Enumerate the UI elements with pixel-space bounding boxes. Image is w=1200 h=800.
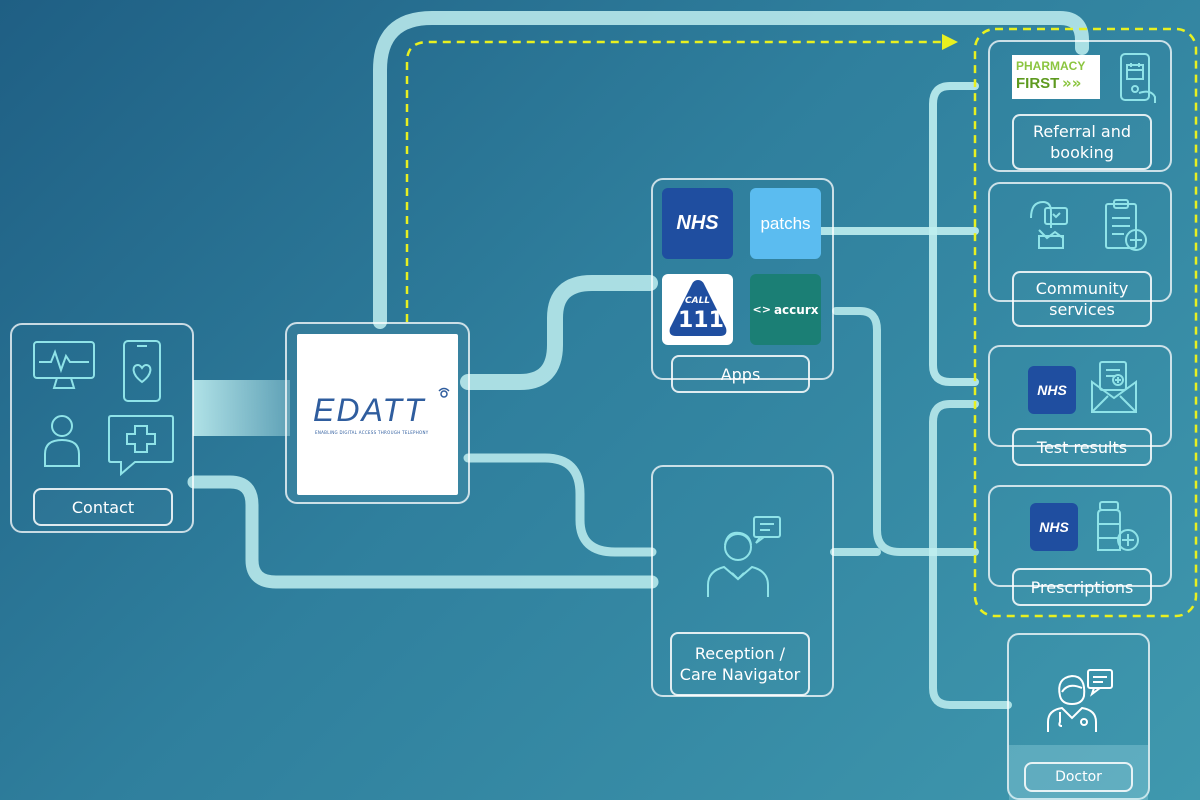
apps-label: Apps bbox=[671, 355, 810, 393]
community-label: Community services bbox=[1012, 271, 1152, 327]
doctor-label: Doctor bbox=[1024, 762, 1133, 792]
prescriptions-nhs-logo: NHS bbox=[1030, 503, 1078, 551]
nhs-111-logo-shape bbox=[669, 280, 727, 336]
edatt-apps-connector bbox=[460, 275, 658, 390]
contact-reception-connector bbox=[187, 475, 659, 589]
envelope-document-icon bbox=[1091, 361, 1137, 413]
person-icon bbox=[44, 415, 80, 467]
mobile-heart-icon bbox=[123, 340, 161, 402]
antenna-icon bbox=[438, 387, 450, 398]
community-label-line1: Community bbox=[1035, 279, 1129, 298]
receptionist-chat-icon bbox=[707, 516, 781, 597]
clipboard-plus-icon bbox=[1105, 199, 1147, 251]
doctor-chat-icon bbox=[1047, 669, 1113, 732]
number-111-text: 111 bbox=[678, 308, 724, 333]
accurx-prescriptions-connector bbox=[832, 307, 979, 556]
hand-heart-icon bbox=[1030, 200, 1068, 249]
call-text: CALL bbox=[685, 296, 711, 306]
services-doctor-connector bbox=[929, 400, 1012, 709]
contact-group bbox=[10, 323, 194, 533]
referral-label: Referral and booking bbox=[1012, 114, 1152, 170]
nhs-app-tile[interactable]: NHS bbox=[662, 188, 733, 259]
dashed-arrow-head bbox=[942, 34, 958, 50]
medicine-bottle-icon bbox=[1097, 501, 1139, 551]
calendar-mobile-icon bbox=[1120, 53, 1156, 103]
medical-chat-icon bbox=[108, 415, 174, 476]
nhs-logo: NHS bbox=[676, 212, 719, 234]
prescriptions-label: Prescriptions bbox=[1012, 568, 1152, 606]
pharmacy-logo-line2: FIRST bbox=[1016, 75, 1060, 92]
doctor-group bbox=[1007, 633, 1150, 800]
prescriptions-group bbox=[988, 485, 1172, 587]
contact-edatt-connector bbox=[193, 380, 290, 436]
apps-group bbox=[651, 178, 834, 380]
monitor-heartbeat-icon bbox=[33, 341, 95, 389]
test-results-nhs-logo: NHS bbox=[1028, 366, 1076, 414]
community-group bbox=[988, 182, 1172, 302]
edatt-logo-text: EDATT bbox=[313, 392, 426, 428]
reception-label: Reception / Care Navigator bbox=[670, 632, 810, 696]
test-results-label: Test results bbox=[1012, 428, 1152, 466]
pharmacy-logo-line1: PHARMACY bbox=[1016, 59, 1086, 73]
test-results-group bbox=[988, 345, 1172, 447]
edatt-tagline: ENABLING DIGITAL ACCESS THROUGH TELEPHON… bbox=[315, 430, 429, 435]
referral-label-line2: booking bbox=[1050, 143, 1114, 162]
community-label-line2: services bbox=[1049, 300, 1115, 319]
patchs-logo: patchs bbox=[760, 213, 811, 233]
services-highlight-frame bbox=[973, 27, 1198, 618]
pharmacy-first-logo: PHARMACY FIRST »» bbox=[1012, 55, 1100, 99]
accurx-symbol: <> bbox=[752, 303, 771, 316]
referral-label-line1: Referral and bbox=[1032, 122, 1132, 141]
edatt-logo-panel: EDATT ENABLING DIGITAL ACCESS THROUGH TE… bbox=[297, 334, 458, 495]
contact-label: Contact bbox=[33, 488, 173, 526]
accurx-logo: accurx bbox=[773, 302, 819, 317]
referral-group bbox=[988, 40, 1172, 172]
accurx-app-tile[interactable]: <> accurx bbox=[750, 274, 821, 345]
reception-group bbox=[651, 465, 834, 697]
patchs-app-tile[interactable]: patchs bbox=[750, 188, 821, 259]
nhs-111-app-tile[interactable]: CALL 111 bbox=[662, 274, 733, 345]
reception-label-line2: Care Navigator bbox=[679, 665, 801, 684]
reception-label-line1: Reception / bbox=[694, 644, 786, 663]
chevrons-icon: »» bbox=[1062, 74, 1082, 92]
edatt-reception-connector bbox=[463, 453, 657, 557]
